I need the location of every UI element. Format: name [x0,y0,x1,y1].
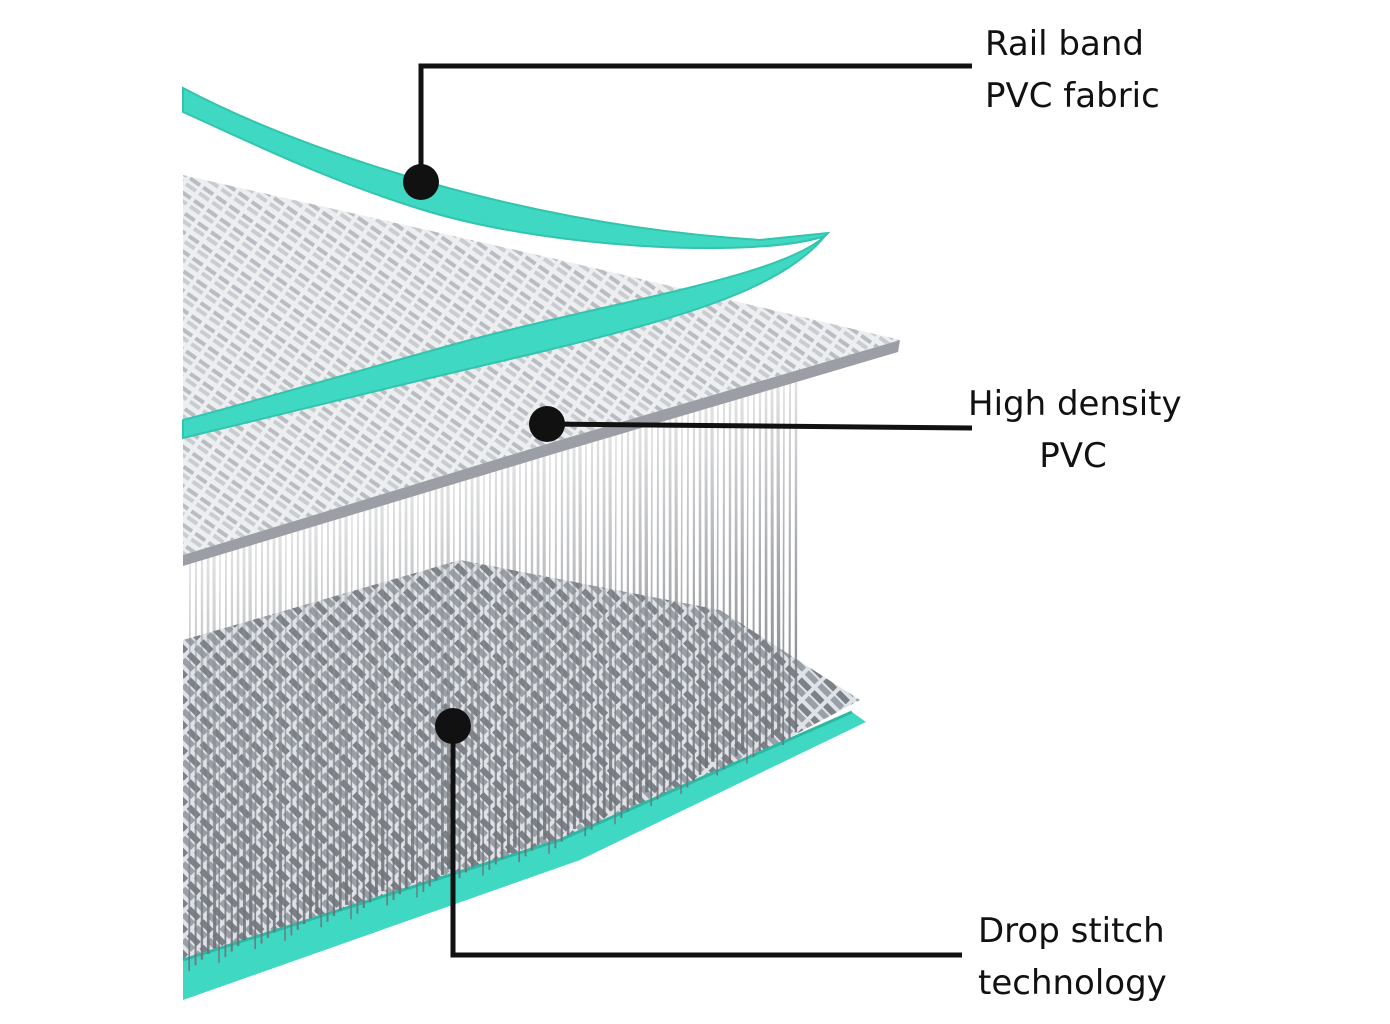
stitch-thread [614,432,617,825]
stitch-thread [254,539,257,950]
stitch-thread [686,411,689,788]
stitch-thread [578,443,583,823]
rail-band-marker [403,164,439,200]
stitch-thread [548,450,551,854]
stitch-thread [248,541,253,935]
high-density-label-line-2: PVC [1039,436,1107,476]
stitch-thread [320,519,323,928]
stitch-thread [752,392,755,758]
high-density-leader [546,421,973,431]
stitch-thread [446,481,451,870]
stitch-thread [746,394,749,764]
callout-high-density [529,406,973,442]
stitch-thread [212,552,217,949]
stitch-thread [410,492,415,884]
stitch-thread [422,488,425,892]
drop-stitch-label: Drop stitch technology [978,905,1167,1009]
stitch-thread [518,459,521,862]
stitch-thread [608,434,613,811]
stitch-thread [380,501,385,892]
stitch-thread [650,422,653,806]
stitch-thread [224,548,227,958]
stitch-thread [344,512,349,905]
stitch-thread [512,461,517,848]
rail-band-strip [182,86,831,440]
high-density-marker [529,406,565,442]
stitch-thread [554,448,557,849]
callout-drop-stitch [435,708,962,958]
stitch-thread [776,385,781,732]
callout-rail-band [403,63,972,200]
drop-stitch-leader [450,726,962,958]
stitch-thread [716,403,719,776]
rail-band-label-line-1: Rail band [985,24,1144,64]
stitch-thread [740,396,745,750]
top-panel-edge [183,340,900,566]
stitch-thread [488,468,491,871]
stitch-thread [542,451,547,840]
stitch-thread [188,559,191,971]
stitch-thread [782,384,785,746]
drop-stitch-marker [435,708,471,744]
stitch-thread [386,499,389,906]
stitch-thread [350,510,353,920]
stitch-thread [314,521,319,913]
stitch-thread [356,508,359,914]
stitch-thread [680,413,683,794]
stitch-thread [284,530,287,942]
top-pvc-panel [183,175,900,566]
stitch-thread [482,470,485,876]
top-weave-surface [183,175,900,555]
drop-stitch-label-line-2: technology [978,963,1167,1003]
stitch-thread [278,532,283,927]
stitch-thread [290,528,293,936]
rail-band-label: Rail band PVC fabric [985,18,1160,122]
stitch-thread [710,404,715,762]
stitch-thread [476,472,481,862]
drop-stitch-threads [188,380,798,971]
drop-stitch-label-line-1: Drop stitch [978,911,1165,951]
stitch-thread [416,490,419,898]
bottom-teal-edge [183,712,866,1000]
high-density-label: High density PVC [968,378,1182,482]
rail-band-leader [418,63,972,182]
stitch-thread [218,550,221,963]
stitch-thread [674,415,679,781]
stitch-thread [644,424,649,793]
stitch-thread [620,431,623,818]
rail-band-label-line-2: PVC fabric [985,76,1160,116]
stitch-thread [584,441,587,837]
high-density-label-line-1: High density [968,384,1182,424]
rail-band [182,86,831,440]
